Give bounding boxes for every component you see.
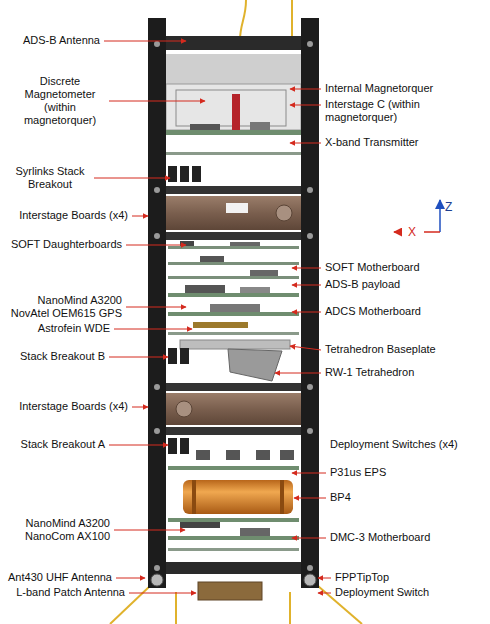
part-label: NanoMind A3200 NovAtel OEM615 GPS bbox=[4, 294, 122, 320]
part-label: RW-1 Tetrahedron bbox=[325, 366, 414, 379]
part-label: Deployment Switch bbox=[335, 586, 429, 599]
part-label: Astrofein WDE bbox=[38, 322, 110, 335]
part-label: DMC-3 Motherboard bbox=[330, 531, 430, 544]
part-label: P31us EPS bbox=[330, 466, 386, 479]
part-label: ADS-B Antenna bbox=[23, 34, 100, 47]
part-label: L-band Patch Antenna bbox=[16, 586, 125, 599]
part-label: SOFT Motherboard bbox=[325, 261, 420, 274]
part-label: Interstage Boards (x4) bbox=[19, 209, 128, 222]
part-label: Syrlinks Stack Breakout bbox=[10, 165, 90, 191]
part-label: NanoMind A3200 NanoCom AX100 bbox=[10, 517, 110, 543]
part-label: ADS-B payload bbox=[325, 278, 400, 291]
axis-label: Z bbox=[445, 200, 452, 214]
part-label: Interstage Boards (x4) bbox=[19, 400, 128, 413]
axis-label: X bbox=[408, 225, 416, 239]
part-label: Discrete Magnetometer (within magnetorqu… bbox=[15, 75, 105, 127]
axis-arrows bbox=[394, 200, 440, 232]
part-label: Stack Breakout B bbox=[20, 350, 105, 363]
part-label: Tetrahedron Baseplate bbox=[325, 343, 436, 356]
part-label: Stack Breakout A bbox=[21, 438, 105, 451]
part-label: Ant430 UHF Antenna bbox=[8, 571, 112, 584]
part-label: Deployment Switches (x4) bbox=[330, 438, 458, 451]
part-label: X-band Transmitter bbox=[325, 136, 419, 149]
rails bbox=[148, 18, 319, 588]
part-label: FPPTipTop bbox=[335, 571, 389, 584]
part-label: Interstage C (within magnetorquer) bbox=[325, 98, 437, 124]
part-label: SOFT Daughterboards bbox=[11, 238, 122, 251]
leader-lines bbox=[94, 41, 331, 593]
part-label: ADCS Motherboard bbox=[325, 305, 421, 318]
part-label: BP4 bbox=[330, 491, 351, 504]
cables bbox=[110, 0, 362, 624]
frame-plates bbox=[150, 36, 317, 600]
part-label: Internal Magnetorquer bbox=[325, 82, 433, 95]
